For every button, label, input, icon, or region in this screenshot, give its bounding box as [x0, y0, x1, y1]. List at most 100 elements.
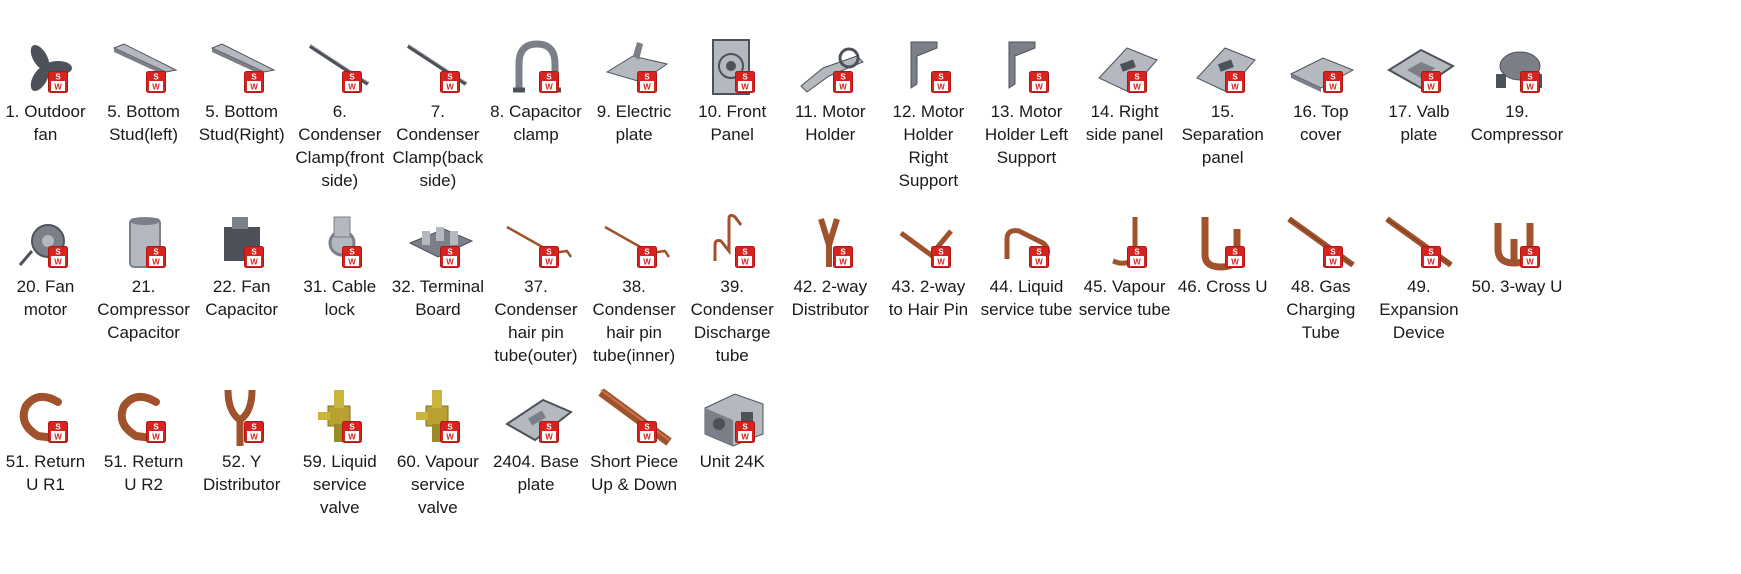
utube-icon: [1004, 228, 1051, 261]
svg-text:S: S: [1527, 73, 1533, 82]
file-item[interactable]: S W 52. Y Distributor: [187, 384, 296, 574]
file-item[interactable]: S W 9. Electric plate: [580, 34, 689, 224]
file-name-label: 1. Outdoor fan: [5, 102, 86, 144]
file-item[interactable]: S W 38. Condenser hair pin tube(inner): [580, 209, 689, 399]
file-item[interactable]: S W Unit 24K: [678, 384, 787, 574]
file-name-label: 7. Condenser Clamp(back side): [392, 102, 484, 190]
file-item[interactable]: S W 12. Motor Holder Right Support: [874, 34, 983, 224]
file-item[interactable]: S W 51. Return U R2: [89, 384, 198, 574]
file-item[interactable]: S W 32. Terminal Board: [383, 209, 492, 399]
sidepanel-icon: [1098, 47, 1158, 93]
file-item[interactable]: S W 11. Motor Holder: [776, 34, 885, 224]
file-name-label: 9. Electric plate: [596, 102, 672, 144]
solidworks-file-badge-icon: S W: [146, 246, 167, 268]
file-item[interactable]: S W 1. Outdoor fan: [0, 34, 100, 224]
file-item[interactable]: S W 39. Condenser Discharge tube: [678, 209, 787, 399]
cablelock-icon: [328, 216, 356, 257]
svg-text:S: S: [1429, 248, 1435, 257]
solidworks-file-badge-icon: S W: [48, 71, 68, 93]
solidworks-file-badge-icon: S W: [832, 71, 853, 93]
panel-icon: [711, 39, 750, 95]
solidworks-file-badge-icon: S W: [244, 246, 265, 268]
part-thumbnail: [1087, 34, 1163, 100]
file-item[interactable]: S W 49. Expansion Device: [1364, 209, 1473, 399]
ydist-icon: [224, 389, 256, 446]
file-item[interactable]: S W 8. Capacitor clamp: [482, 34, 591, 224]
svg-text:S: S: [840, 248, 846, 257]
file-name-label: 51. Return U R1: [5, 452, 86, 494]
svg-text:W: W: [839, 258, 847, 267]
file-item[interactable]: S W 51. Return U R1: [0, 384, 100, 574]
file-item[interactable]: S W 5. Bottom Stud(left): [89, 34, 198, 224]
svg-text:S: S: [1233, 73, 1239, 82]
part-thumbnail: [597, 34, 673, 100]
file-item[interactable]: S W 14. Right side panel: [1070, 34, 1179, 224]
holder-icon: [800, 47, 864, 93]
vtube-icon: [899, 229, 953, 259]
part-thumbnail: [1087, 209, 1163, 275]
file-item[interactable]: S W 48. Gas Charging Tube: [1266, 209, 1375, 399]
file-item[interactable]: S W 37. Condenser hair pin tube(outer): [482, 209, 591, 399]
svg-text:W: W: [937, 258, 945, 267]
svg-text:W: W: [643, 258, 651, 267]
part-thumbnail: [597, 209, 673, 275]
file-item[interactable]: S W 42. 2-way Distributor: [776, 209, 885, 399]
part-thumbnail: [106, 34, 182, 100]
svg-text:S: S: [55, 423, 61, 432]
file-item[interactable]: S W 7. Condenser Clamp(back side): [383, 34, 492, 224]
svg-text:W: W: [447, 83, 455, 92]
part-thumbnail: [302, 384, 378, 450]
part-thumbnail: [302, 209, 378, 275]
file-item[interactable]: S W 44. Liquid service tube: [972, 209, 1081, 399]
svg-text:S: S: [153, 248, 159, 257]
returnu-icon: [117, 392, 161, 442]
file-name-label: 31. Cable lock: [303, 277, 377, 319]
file-item[interactable]: S W 10. Front Panel: [678, 34, 787, 224]
file-item[interactable]: S W 16. Top cover: [1266, 34, 1375, 224]
valve-icon: [416, 390, 449, 442]
file-item[interactable]: S W 19. Compressor: [1463, 34, 1572, 224]
svg-text:S: S: [546, 248, 552, 257]
part-thumbnail: [1283, 34, 1359, 100]
file-item[interactable]: S W 6. Condenser Clamp(front side): [285, 34, 394, 224]
file-name-label: 16. Top cover: [1293, 102, 1349, 144]
file-item[interactable]: S W Short Piece Up & Down: [580, 384, 689, 574]
file-item[interactable]: S W 43. 2-way to Hair Pin: [874, 209, 983, 399]
solidworks-file-badge-icon: S W: [538, 421, 559, 443]
svg-text:W: W: [349, 83, 357, 92]
file-item[interactable]: S W 13. Motor Holder Left Support: [972, 34, 1081, 224]
file-item[interactable]: S W 46. Cross U: [1168, 209, 1277, 399]
file-item[interactable]: S W 22. Fan Capacitor: [187, 209, 296, 399]
file-item[interactable]: S W 50. 3-way U: [1463, 209, 1572, 399]
svg-text:S: S: [644, 73, 650, 82]
file-item[interactable]: S W 60. Vapour service valve: [383, 384, 492, 574]
svg-text:S: S: [350, 423, 356, 432]
svg-text:S: S: [252, 248, 258, 257]
solidworks-file-badge-icon: S W: [1323, 246, 1344, 268]
solidworks-file-badge-icon: S W: [440, 421, 461, 443]
file-item[interactable]: S W 21. Compressor Capacitor: [89, 209, 198, 399]
file-name-label: 32. Terminal Board: [391, 277, 485, 319]
part-thumbnail: [499, 209, 575, 275]
part-thumbnail: [400, 384, 476, 450]
file-item[interactable]: S W 2404. Base plate: [482, 384, 591, 574]
svg-text:W: W: [1526, 258, 1534, 267]
file-item[interactable]: S W 17. Valb plate: [1364, 34, 1473, 224]
part-thumbnail: [1381, 34, 1457, 100]
file-name-label: Unit 24K: [699, 452, 765, 471]
file-name-label: 11. Motor Holder: [795, 102, 866, 144]
solidworks-file-badge-icon: S W: [1519, 246, 1540, 268]
file-item[interactable]: S W 59. Liquid service valve: [285, 384, 394, 574]
svg-text:W: W: [152, 83, 160, 92]
file-item[interactable]: S W 20. Fan motor: [0, 209, 100, 399]
file-item[interactable]: S W 31. Cable lock: [285, 209, 394, 399]
file-item[interactable]: S W 15. Separation panel: [1168, 34, 1277, 224]
svg-text:W: W: [1428, 258, 1436, 267]
part-thumbnail: [891, 34, 967, 100]
part-thumbnail: [8, 34, 84, 100]
distributor2-icon: [817, 218, 840, 267]
svg-text:S: S: [546, 423, 552, 432]
file-item[interactable]: S W 5. Bottom Stud(Right): [187, 34, 296, 224]
file-item[interactable]: S W 45. Vapour service tube: [1070, 209, 1179, 399]
fancap-icon: [224, 217, 261, 261]
